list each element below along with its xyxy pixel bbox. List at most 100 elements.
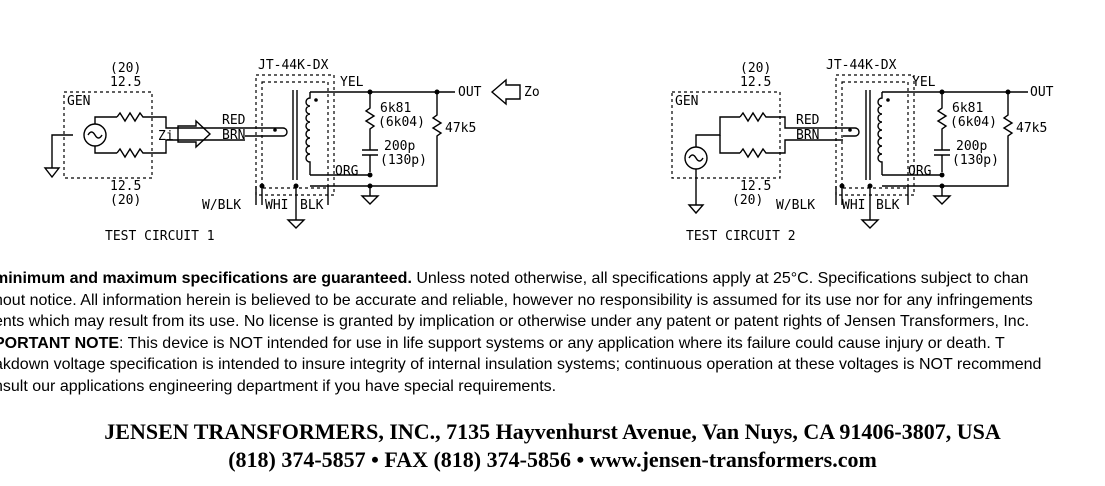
transformer-inner-shield bbox=[261, 81, 329, 189]
whi-lead-label: WHI bbox=[842, 198, 865, 213]
r1-label: 6k81 bbox=[380, 101, 411, 116]
c1-label: 200p bbox=[956, 139, 987, 154]
c1-icon bbox=[362, 140, 378, 172]
whi-lead-label: WHI bbox=[265, 198, 288, 213]
resistor-top-icon bbox=[116, 111, 150, 123]
notes-text: : This device is NOT intended for use in… bbox=[119, 334, 1005, 352]
important-note-heading: PORTANT NOTE bbox=[0, 334, 120, 352]
wire bbox=[51, 134, 73, 168]
generator-box bbox=[63, 91, 153, 179]
yel-lead-label: YEL bbox=[912, 75, 936, 90]
r-bot-alt-label: (20) bbox=[110, 193, 141, 208]
wire bbox=[150, 116, 245, 129]
notes-line: nsult our applications engineering depar… bbox=[0, 377, 557, 395]
ground-icon bbox=[286, 219, 306, 229]
transformer-shield bbox=[835, 74, 915, 196]
brn-lead-label: BRN bbox=[222, 128, 245, 143]
company-address: JENSEN TRANSFORMERS, INC., 7135 Hayvenhu… bbox=[104, 419, 1001, 444]
zi-arrow-icon bbox=[177, 119, 212, 149]
wire bbox=[94, 146, 117, 154]
generator-box bbox=[671, 91, 781, 179]
resistor-bottom-icon bbox=[116, 147, 150, 159]
test-circuit-1: GEN (20) 12.5 12.5 (20) Zi RED BRN JT-44… bbox=[43, 58, 540, 244]
caption: TEST CIRCUIT 2 bbox=[686, 229, 796, 244]
wire bbox=[94, 116, 117, 124]
wire bbox=[719, 135, 740, 154]
r-bot-label: 12.5 bbox=[110, 179, 141, 194]
zo-arrow-icon bbox=[490, 78, 521, 106]
transformer-shield bbox=[255, 74, 335, 196]
org-lead-label: ORG bbox=[908, 164, 932, 179]
r-bot-label: 12.5 bbox=[740, 179, 771, 194]
rl-label: 47k5 bbox=[445, 121, 476, 136]
ground-icon bbox=[43, 167, 61, 179]
specification-notes: minimum and maximum specifications are g… bbox=[0, 268, 1105, 397]
notes-line: ents which may result from its use. No l… bbox=[0, 313, 1030, 330]
secondary-winding-icon bbox=[877, 92, 883, 175]
notes-line: hout notice. All information herein is b… bbox=[0, 291, 1033, 309]
brn-lead-label: BRN bbox=[796, 128, 819, 143]
red-lead-label: RED bbox=[796, 113, 820, 128]
wire bbox=[835, 186, 909, 220]
gen-label: GEN bbox=[67, 94, 90, 109]
notes-line: PORTANT NOTE: This device is NOT intende… bbox=[0, 333, 1105, 355]
wire bbox=[695, 116, 740, 147]
r-top-label: 12.5 bbox=[110, 75, 141, 90]
zi-label: Zi bbox=[158, 129, 174, 144]
r1-alt-label: (6k04) bbox=[378, 115, 425, 130]
notes-line: akdown voltage specification is intended… bbox=[0, 356, 1042, 373]
out-label: OUT bbox=[1030, 85, 1054, 100]
ground-icon bbox=[687, 169, 705, 215]
part-number: JT-44K-DX bbox=[826, 58, 897, 73]
primary-winding-icon bbox=[245, 127, 288, 137]
r-top-alt-label: (20) bbox=[110, 61, 141, 76]
yel-lead-label: YEL bbox=[340, 75, 364, 90]
wire bbox=[150, 139, 245, 154]
transformer-inner-shield bbox=[841, 81, 909, 189]
wire bbox=[775, 116, 843, 129]
sine-wave-icon bbox=[87, 131, 103, 139]
wblk-lead-label: W/BLK bbox=[776, 198, 815, 213]
notes-line: minimum and maximum specifications are g… bbox=[0, 268, 1105, 290]
load-resistor-icon bbox=[882, 92, 1014, 187]
company-footer: JENSEN TRANSFORMERS, INC., 7135 Hayvenhu… bbox=[0, 418, 1105, 474]
c1-alt-label: (130p) bbox=[380, 153, 427, 168]
resistor-top-icon bbox=[739, 111, 775, 123]
c1-label: 200p bbox=[384, 139, 415, 154]
r-bot-alt-label: (20) bbox=[732, 193, 763, 208]
resistor-bottom-icon bbox=[739, 147, 775, 159]
guarantee-statement: minimum and maximum specifications are g… bbox=[0, 270, 412, 287]
test-circuit-schematics: GEN (20) 12.5 12.5 (20) Zi RED BRN JT-44… bbox=[43, 58, 1054, 244]
primary-winding-icon bbox=[843, 127, 860, 137]
zo-label: Zo bbox=[524, 85, 540, 100]
gen-label: GEN bbox=[675, 94, 698, 109]
r-top-alt-label: (20) bbox=[740, 61, 771, 76]
ground-icon bbox=[860, 219, 880, 229]
org-lead-label: ORG bbox=[335, 164, 359, 179]
notes-text: Unless noted otherwise, all specificatio… bbox=[411, 270, 1029, 287]
wblk-lead-label: W/BLK bbox=[202, 198, 241, 213]
secondary-winding-icon bbox=[305, 92, 311, 175]
rl-label: 47k5 bbox=[1016, 121, 1047, 136]
red-lead-label: RED bbox=[222, 113, 246, 128]
blk-lead-label: BLK bbox=[876, 198, 900, 213]
c1-icon bbox=[934, 140, 950, 172]
r1-icon bbox=[936, 92, 948, 140]
sine-wave-icon bbox=[688, 154, 704, 162]
ground-icon bbox=[360, 186, 380, 205]
wire bbox=[255, 186, 329, 220]
blk-lead-label: BLK bbox=[300, 198, 324, 213]
ground-icon bbox=[932, 186, 952, 205]
r-top-label: 12.5 bbox=[740, 75, 771, 90]
wire bbox=[775, 139, 843, 154]
c1-alt-label: (130p) bbox=[952, 153, 999, 168]
r1-label: 6k81 bbox=[952, 101, 983, 116]
company-contact: (818) 374-5857 • FAX (818) 374-5856 • ww… bbox=[228, 447, 877, 472]
out-label: OUT bbox=[458, 85, 482, 100]
test-circuit-2: GEN (20) 12.5 12.5 (20) RED BRN JT-44K-D… bbox=[671, 58, 1054, 244]
r1-icon bbox=[364, 92, 376, 140]
load-resistor-icon bbox=[310, 92, 443, 187]
caption: TEST CIRCUIT 1 bbox=[105, 229, 215, 244]
part-number: JT-44K-DX bbox=[258, 58, 329, 73]
r1-alt-label: (6k04) bbox=[950, 115, 997, 130]
